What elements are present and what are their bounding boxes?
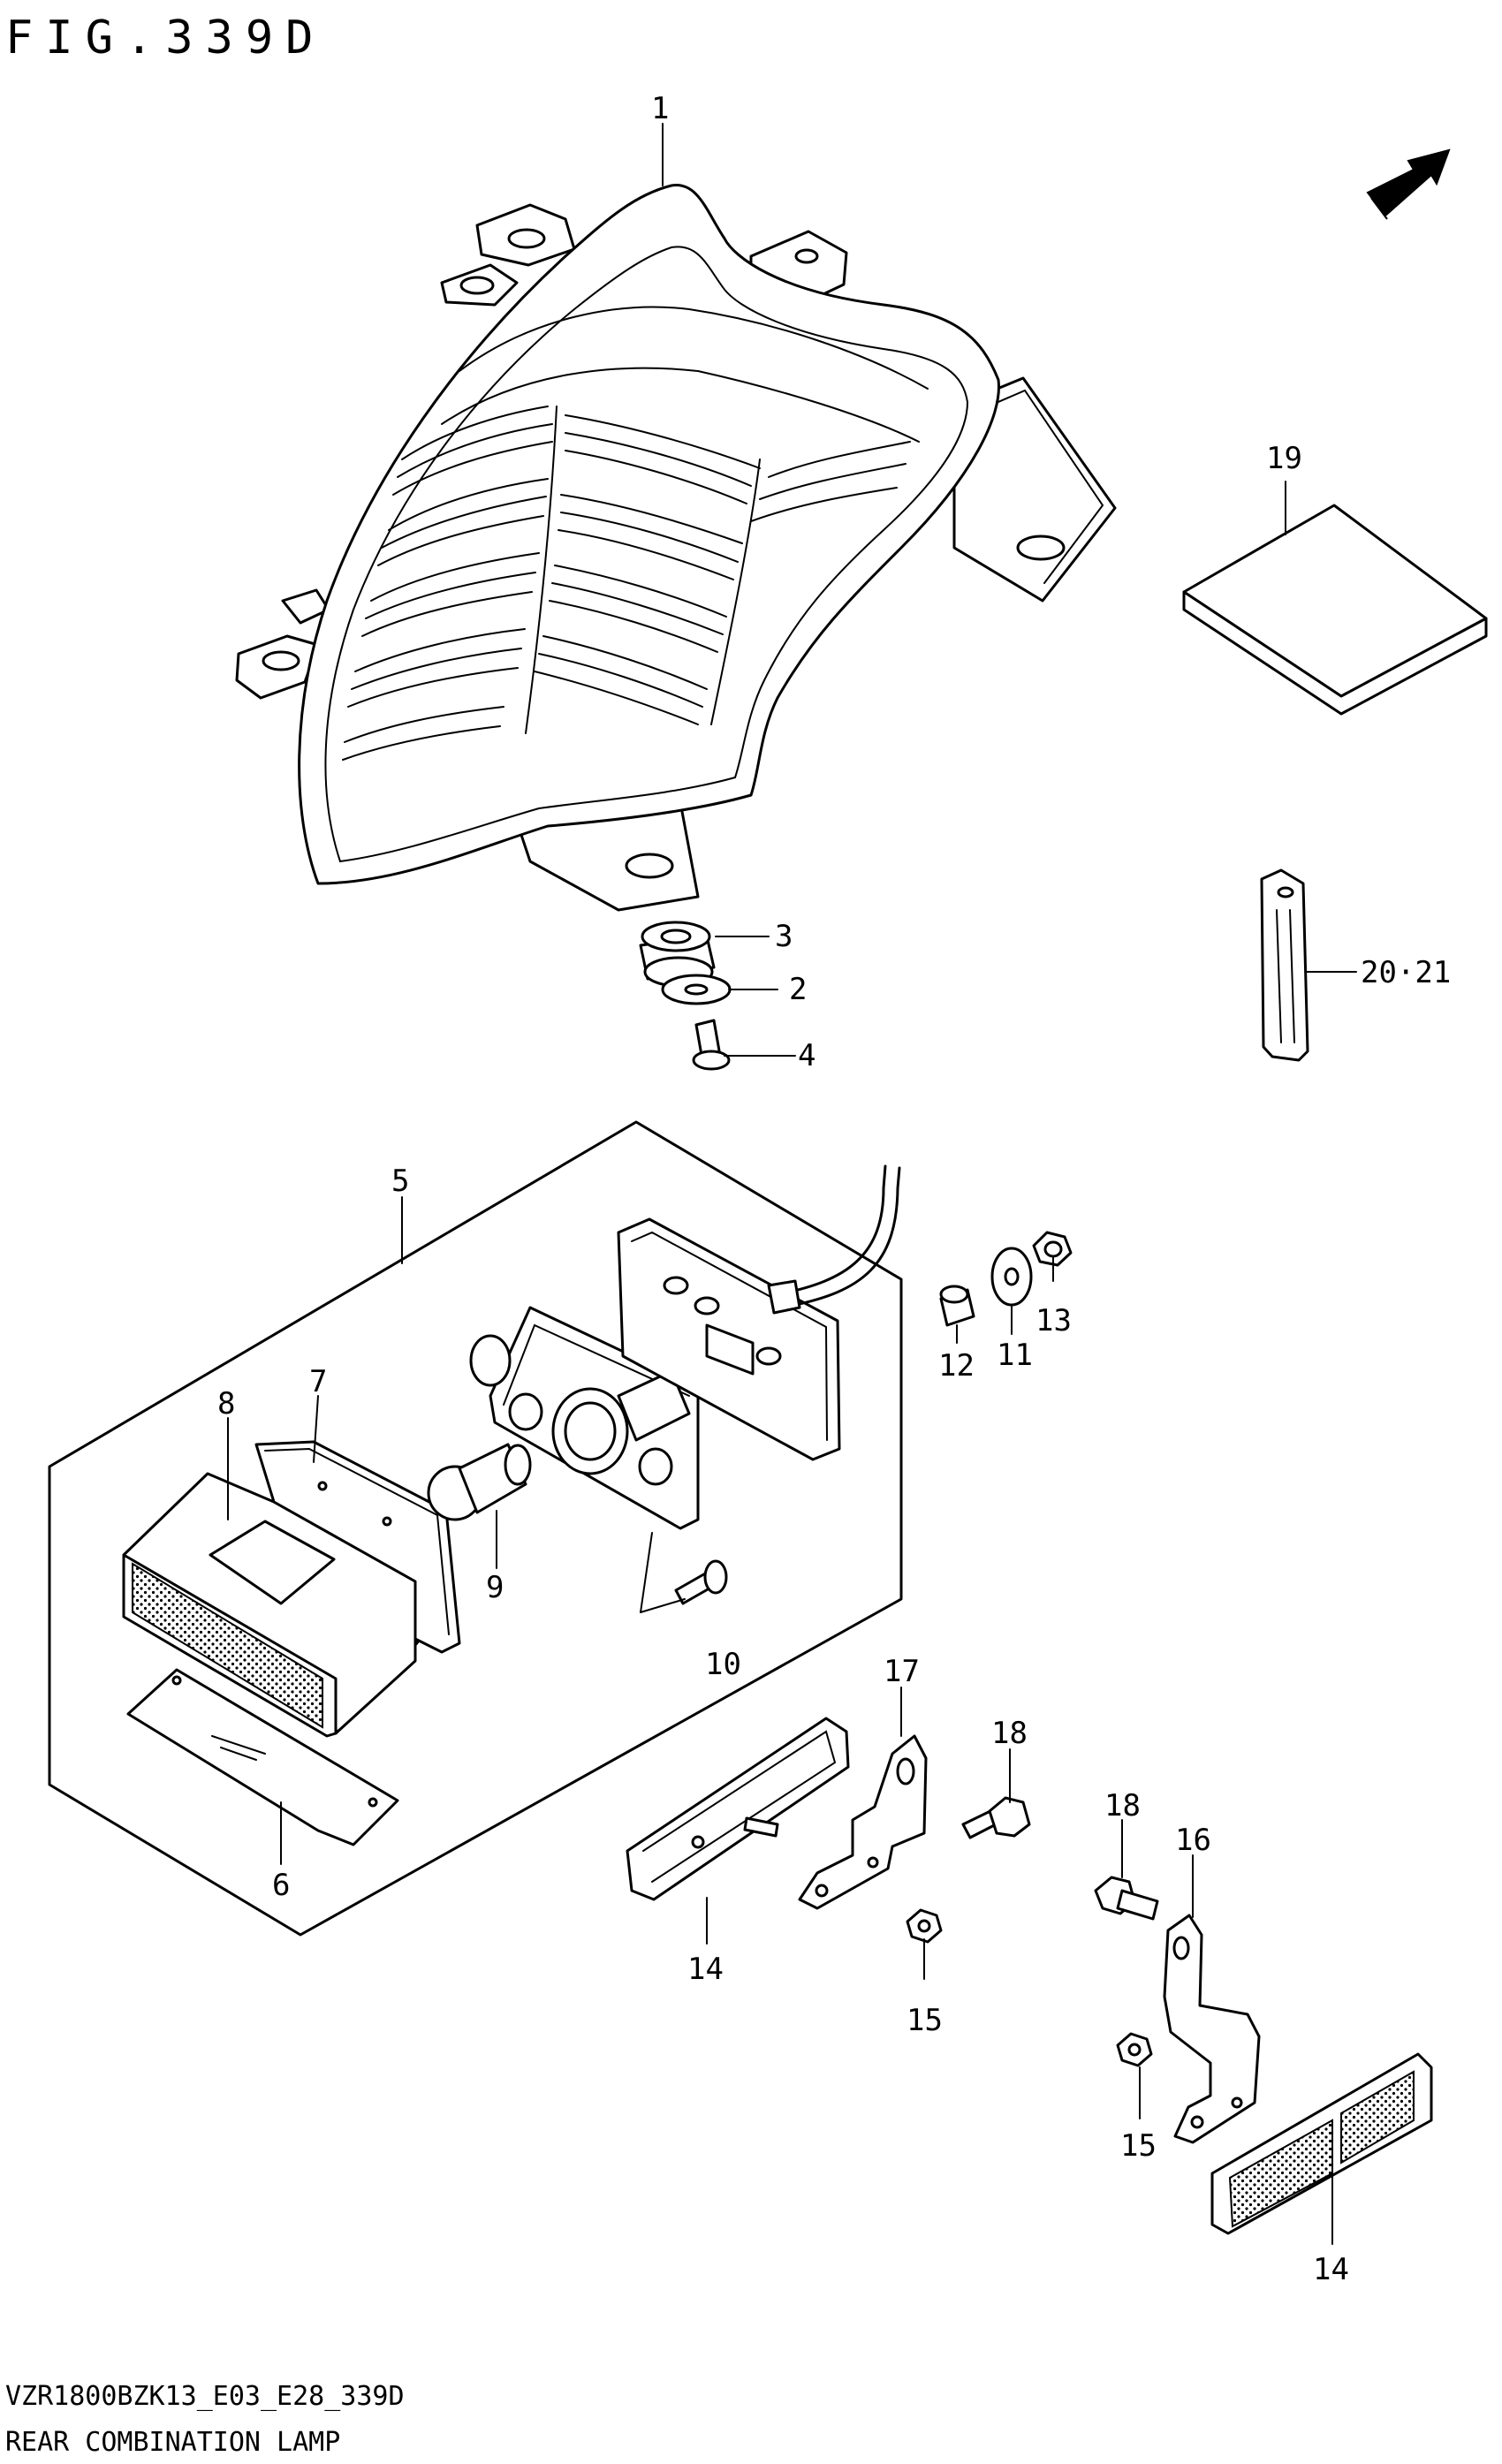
bracket-17 bbox=[798, 1734, 928, 1910]
screw bbox=[692, 1019, 731, 1071]
figure-title: FIG.339D bbox=[5, 11, 325, 64]
lamp-housing bbox=[235, 184, 1117, 912]
bracket-16 bbox=[1163, 1914, 1261, 2144]
callout-20-21: 20·21 bbox=[1361, 955, 1451, 990]
leader-lines bbox=[227, 123, 1357, 2245]
arrow-icon bbox=[1366, 148, 1451, 220]
washer-11 bbox=[990, 1247, 1033, 1307]
assembly-frame bbox=[48, 1120, 903, 1937]
screw-10 bbox=[674, 1559, 728, 1605]
bolt-18a bbox=[961, 1796, 1031, 1839]
callout-18a: 18 bbox=[991, 1716, 1028, 1751]
callout-12: 12 bbox=[938, 1348, 975, 1384]
reflector-left bbox=[626, 1717, 850, 1901]
callout-9: 9 bbox=[486, 1570, 504, 1605]
callout-14a: 14 bbox=[687, 1952, 724, 1987]
callout-5: 5 bbox=[391, 1164, 409, 1199]
callout-16: 16 bbox=[1175, 1823, 1211, 1858]
callout-10: 10 bbox=[705, 1647, 741, 1682]
nut-15b bbox=[1116, 2032, 1153, 2067]
callout-1: 1 bbox=[651, 91, 669, 126]
callout-8: 8 bbox=[217, 1386, 235, 1422]
gasket bbox=[254, 1440, 461, 1654]
callout-14b: 14 bbox=[1313, 2252, 1349, 2287]
diagram-caption: REAR COMBINATION LAMP bbox=[5, 2427, 340, 2458]
callout-13: 13 bbox=[1035, 1303, 1072, 1338]
callout-15a: 15 bbox=[907, 2003, 943, 2038]
back-plate bbox=[617, 1164, 901, 1461]
washer bbox=[661, 974, 732, 1005]
reflector-right bbox=[1210, 2052, 1433, 2235]
callout-17: 17 bbox=[884, 1654, 920, 1689]
callout-4: 4 bbox=[798, 1038, 815, 1073]
callout-7: 7 bbox=[309, 1364, 327, 1399]
lens-plate bbox=[126, 1668, 399, 1846]
bolt-18b bbox=[1094, 1876, 1159, 1921]
callout-3: 3 bbox=[775, 919, 793, 954]
spacer bbox=[939, 1285, 975, 1327]
lens-ribs-right bbox=[534, 414, 911, 725]
leader-10-mark bbox=[640, 1532, 653, 1613]
callout-15b: 15 bbox=[1120, 2128, 1157, 2164]
lens-ribs-left bbox=[342, 406, 553, 761]
lamp-case bbox=[122, 1472, 426, 1738]
socket-base bbox=[469, 1306, 700, 1530]
callout-labels: 1 3 2 4 19 20·21 5 8 7 9 10 12 11 13 6 1… bbox=[217, 91, 1451, 2287]
grommet bbox=[639, 921, 716, 988]
nut-15a bbox=[906, 1908, 943, 1944]
callout-18b: 18 bbox=[1104, 1788, 1141, 1823]
callout-2: 2 bbox=[789, 972, 807, 1007]
callout-6: 6 bbox=[272, 1868, 290, 1903]
callout-11: 11 bbox=[997, 1338, 1033, 1373]
callout-19: 19 bbox=[1266, 441, 1302, 476]
clamp-strap bbox=[1260, 868, 1309, 1062]
model-code: VZR1800BZK13_E03_E28_339D bbox=[5, 2381, 405, 2412]
bulb bbox=[427, 1443, 532, 1521]
pad bbox=[1182, 504, 1488, 716]
nut-13 bbox=[1032, 1231, 1073, 1267]
